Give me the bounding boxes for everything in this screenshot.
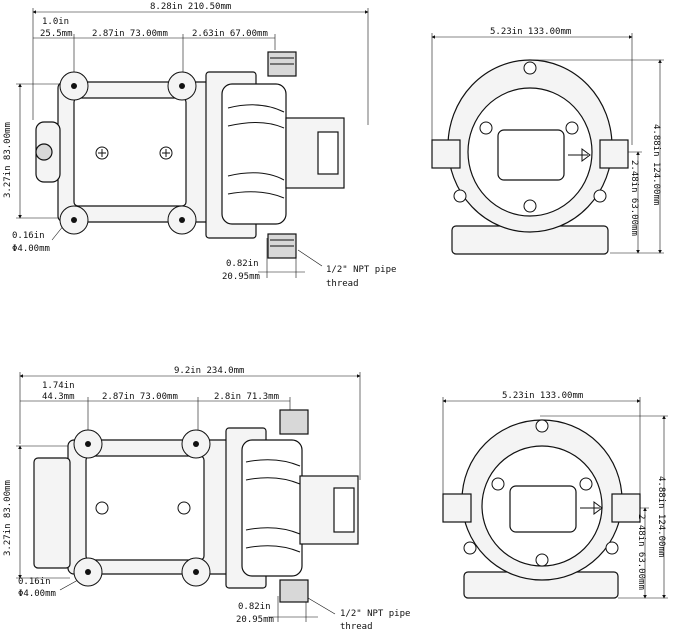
bottom-thread-line2: thread (340, 622, 373, 632)
top-thread-line1: 1/2" NPT pipe (326, 265, 396, 275)
bottom-center-span: 2.87in 73.00mm (102, 392, 178, 402)
bottom-offset-mm: 44.3mm (42, 392, 75, 402)
bottom-port-in: 0.82in (238, 602, 271, 612)
top-hole-in: 0.16in (12, 231, 45, 241)
top-front-view: 5.23in 133.00mm 4.88in 124.00mm 2.48in 6… (431, 27, 664, 255)
top-offset-mm: 25.5mm (40, 29, 73, 39)
top-head-span: 2.63in 67.00mm (192, 29, 268, 39)
bottom-front-view: 5.23in 133.00mm 4.88in 124.00mm 2.48in 6… (442, 391, 668, 599)
bottom-offset-in: 1.74in (42, 381, 75, 391)
bottom-thread-line1: 1/2" NPT pipe (340, 609, 410, 619)
top-front-width: 5.23in 133.00mm (490, 27, 571, 37)
bottom-height: 3.27in 83.00mm (3, 480, 13, 556)
bottom-front-center-height: 2.48in 63.00mm (636, 514, 646, 590)
bottom-hole-mm: Φ4.00mm (18, 589, 56, 599)
top-side-view: 8.28in 210.50mm 1.0in 25.5mm 2.87in 73.0… (3, 2, 396, 289)
top-overall-length: 8.28in 210.50mm (150, 2, 231, 12)
bottom-head-span: 2.8in 71.3mm (214, 392, 279, 402)
top-thread-line2: thread (326, 279, 359, 289)
bottom-side-view: 9.2in 234.0mm 1.74in 44.3mm 2.87in 73.00… (3, 366, 410, 632)
top-center-span: 2.87in 73.00mm (92, 29, 168, 39)
bottom-port-mm: 20.95mm (236, 615, 274, 625)
bottom-front-width: 5.23in 133.00mm (502, 391, 583, 401)
top-port-mm: 20.95mm (222, 272, 260, 282)
top-offset-in: 1.0in (42, 17, 69, 27)
bottom-hole-in: 0.16in (18, 577, 51, 587)
top-front-center-height: 2.48in 63.00mm (629, 160, 639, 236)
top-height: 3.27in 83.00mm (3, 122, 13, 198)
bottom-front-height: 4.88in 124.00mm (656, 476, 666, 557)
top-port-in: 0.82in (226, 259, 259, 269)
bottom-overall-length: 9.2in 234.0mm (174, 366, 244, 376)
top-hole-mm: Φ4.00mm (12, 244, 50, 254)
top-front-height: 4.88in 124.00mm (651, 124, 661, 205)
